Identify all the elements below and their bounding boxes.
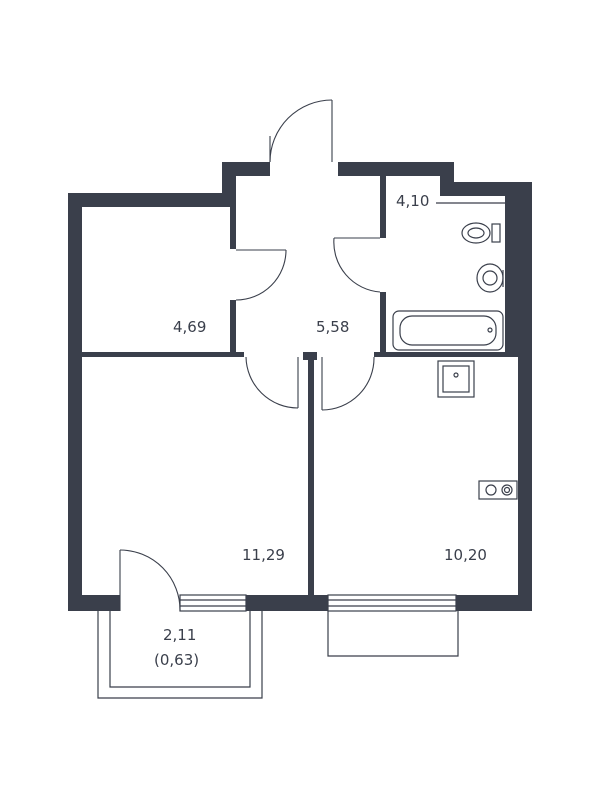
wall-small-room-right-upper xyxy=(230,207,236,249)
wall-small-room-bottom xyxy=(82,352,242,357)
small-room-area: 4,69 xyxy=(173,318,206,336)
living-room-area: 11,29 xyxy=(242,546,285,564)
bathtub-icon xyxy=(392,310,504,351)
wall-left xyxy=(68,193,82,611)
wall-small-room-right-lower xyxy=(230,300,236,357)
wall-top-left xyxy=(68,193,236,207)
balcony-area-reduced: (0,63) xyxy=(154,651,199,669)
stove-icon xyxy=(478,480,518,500)
bathroom-door xyxy=(333,237,381,293)
toilet-icon xyxy=(461,222,501,244)
wall-bottom-right xyxy=(456,595,532,611)
wall-top-right xyxy=(440,182,532,196)
kitchen-door xyxy=(321,356,375,411)
window-living xyxy=(179,594,247,612)
small-room-door xyxy=(235,249,287,301)
kitchen-ledge xyxy=(327,611,459,657)
balcony xyxy=(97,611,263,699)
wall-bottom-middle xyxy=(246,595,328,611)
window-kitchen xyxy=(327,594,457,612)
wall-divider-top xyxy=(303,352,317,360)
hall-area: 5,58 xyxy=(316,318,349,336)
walls xyxy=(68,162,532,611)
entrance-door xyxy=(269,99,333,163)
balcony-area: 2,11 xyxy=(163,626,196,644)
wall-hall-bottom-left xyxy=(236,352,244,357)
sink-icon xyxy=(476,263,504,293)
doors xyxy=(119,99,381,612)
bathroom-area: 4,10 xyxy=(396,192,429,210)
wall-top-entrance-right xyxy=(338,162,454,176)
fixtures xyxy=(392,202,518,500)
balcony-door xyxy=(119,549,181,612)
area-labels: 4,10 4,69 5,58 11,29 10,20 2,11 (0,63) xyxy=(154,192,487,669)
wall-bath-bottom xyxy=(380,352,518,357)
windows xyxy=(179,594,457,612)
wall-hall-bottom-right xyxy=(374,352,382,357)
kitchen-sink-icon xyxy=(437,360,475,398)
wall-right xyxy=(518,182,532,611)
wall-top-entrance-left xyxy=(222,162,270,176)
wall-bottom-left xyxy=(68,595,120,611)
kitchen-area: 10,20 xyxy=(444,546,487,564)
wall-bath-left-upper xyxy=(380,176,386,238)
wall-bath-left-lower xyxy=(380,292,386,357)
shaft xyxy=(505,196,518,352)
wall-divider xyxy=(308,357,314,595)
living-room-door xyxy=(245,356,299,409)
